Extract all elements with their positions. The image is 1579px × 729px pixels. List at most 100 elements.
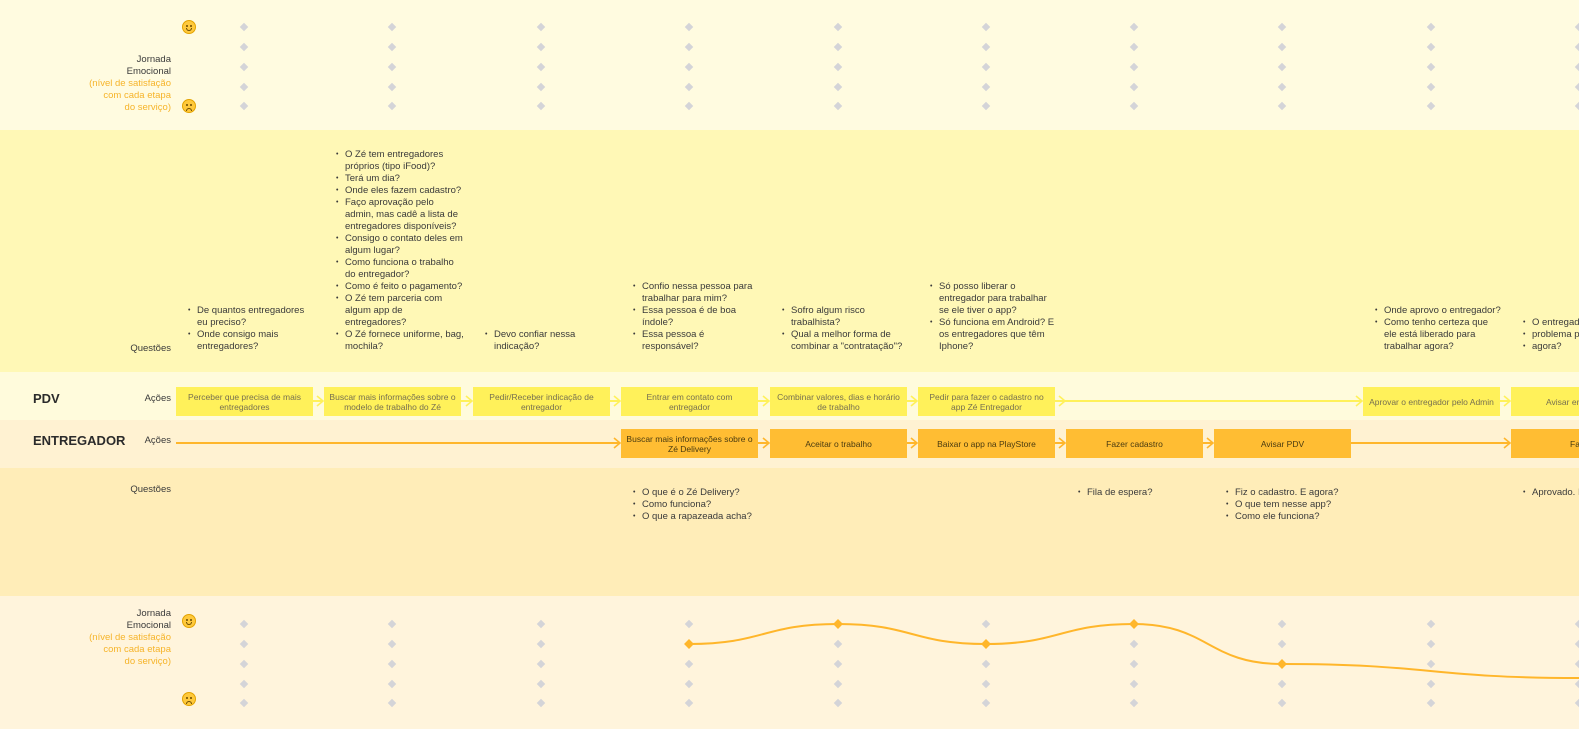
sad-face-icon bbox=[182, 692, 196, 706]
grid-dot bbox=[833, 698, 843, 708]
grid-dot bbox=[1129, 639, 1139, 649]
question-item: Sofro algum risco trabalhista? bbox=[782, 305, 910, 329]
grid-dot bbox=[536, 101, 546, 111]
pdv-action-card[interactable]: Perceber que precisa de mais entregadore… bbox=[176, 387, 313, 416]
arrow-icon bbox=[465, 395, 474, 407]
journey-label-line2: Emocional bbox=[126, 66, 171, 77]
grid-dot bbox=[1277, 22, 1287, 32]
question-item: Terá um dia? bbox=[336, 173, 464, 185]
pdv-action-card[interactable]: Avisar entregador bbox=[1511, 387, 1579, 416]
entregador-action-card[interactable]: Faze bbox=[1511, 429, 1579, 458]
question-item: O Zé tem entregadores próprios (tipo iFo… bbox=[336, 149, 464, 173]
entregador-action-card[interactable]: Baixar o app na PlayStore bbox=[918, 429, 1055, 458]
grid-dot bbox=[981, 82, 991, 92]
journey-point bbox=[981, 639, 991, 649]
pdv-action-card[interactable]: Aprovar o entregador pelo Admin bbox=[1363, 387, 1500, 416]
arrow-icon bbox=[1355, 395, 1364, 407]
sad-face-icon bbox=[182, 99, 196, 113]
grid-dot bbox=[1129, 698, 1139, 708]
grid-dot bbox=[536, 82, 546, 92]
grid-dot bbox=[981, 101, 991, 111]
grid-dot bbox=[833, 62, 843, 72]
grid-dot bbox=[1277, 679, 1287, 689]
grid-dot bbox=[387, 679, 397, 689]
entregador-action-card[interactable]: Aceitar o trabalho bbox=[770, 429, 907, 458]
grid-dot bbox=[387, 42, 397, 52]
question-item: Consigo o contato deles em algum lugar? bbox=[336, 233, 464, 257]
grid-dot bbox=[239, 679, 249, 689]
grid-dot bbox=[684, 698, 694, 708]
grid-dot bbox=[239, 639, 249, 649]
journey-label-sub1: (nível de satisfação bbox=[89, 78, 171, 89]
entregador-lane-title: ENTREGADOR bbox=[33, 433, 126, 448]
grid-dot bbox=[387, 639, 397, 649]
pdv-action-card[interactable]: Buscar mais informações sobre o modelo d… bbox=[324, 387, 461, 416]
pdv-question-list: O entregadproblema pagora? bbox=[1523, 317, 1579, 353]
grid-dot bbox=[981, 22, 991, 32]
pdv-actions-label: Ações bbox=[144, 393, 171, 404]
grid-dot bbox=[239, 62, 249, 72]
entregador-action-card[interactable]: Fazer cadastro bbox=[1066, 429, 1203, 458]
entregador-question-list: Fila de espera? bbox=[1078, 487, 1206, 499]
grid-dot bbox=[387, 62, 397, 72]
grid-dot bbox=[1426, 82, 1436, 92]
grid-dot bbox=[536, 42, 546, 52]
grid-dot bbox=[684, 659, 694, 669]
grid-dot bbox=[833, 639, 843, 649]
grid-dot bbox=[1129, 659, 1139, 669]
grid-dot bbox=[981, 679, 991, 689]
entregador-action-card[interactable]: Avisar PDV bbox=[1214, 429, 1351, 458]
question-item: De quantos entregadores eu preciso? bbox=[188, 305, 316, 329]
journey-curve bbox=[688, 622, 1579, 679]
arrow-icon bbox=[613, 395, 622, 407]
grid-dot bbox=[981, 619, 991, 629]
arrow-icon bbox=[1503, 437, 1512, 449]
grid-dot bbox=[1426, 698, 1436, 708]
grid-dot bbox=[684, 42, 694, 52]
grid-dot bbox=[239, 22, 249, 32]
pdv-action-card[interactable]: Combinar valores, dias e horário de trab… bbox=[770, 387, 907, 416]
pdv-action-card[interactable]: Pedir para fazer o cadastro no app Zé En… bbox=[918, 387, 1055, 416]
arrow-icon bbox=[1503, 395, 1512, 407]
journey-label-line2: Emocional bbox=[126, 620, 171, 631]
journey-label-sub3: do serviço) bbox=[124, 102, 171, 113]
grid-dot bbox=[1129, 679, 1139, 689]
grid-dot bbox=[1426, 62, 1436, 72]
question-item: O que é o Zé Delivery? bbox=[633, 487, 761, 499]
pdv-action-card[interactable]: Pedir/Receber indicação de entregador bbox=[473, 387, 610, 416]
question-item: Fiz o cadastro. E agora? bbox=[1226, 487, 1354, 499]
grid-dot bbox=[387, 22, 397, 32]
grid-dot bbox=[833, 82, 843, 92]
grid-dot bbox=[833, 679, 843, 689]
grid-dot bbox=[387, 82, 397, 92]
question-item: Como funciona o trabalho do entregador? bbox=[336, 257, 464, 281]
grid-dot bbox=[833, 22, 843, 32]
pdv-question-list: Só posso liberar o entregador para traba… bbox=[930, 281, 1058, 353]
grid-dot bbox=[1277, 82, 1287, 92]
pdv-action-card[interactable]: Entrar em contato com entregador bbox=[621, 387, 758, 416]
question-item: Faço aprovação pelo admin, mas cadê a li… bbox=[336, 197, 464, 233]
entregador-action-card[interactable]: Buscar mais informações sobre o Zé Deliv… bbox=[621, 429, 758, 458]
grid-dot bbox=[1574, 101, 1579, 111]
question-item: Aprovado. I bbox=[1523, 487, 1579, 499]
journey-label-line1: Jornada bbox=[136, 54, 171, 65]
question-item: O que tem nesse app? bbox=[1226, 499, 1354, 511]
grid-dot bbox=[981, 659, 991, 669]
pdv-journey-band bbox=[0, 0, 1579, 130]
question-item: O entregad bbox=[1523, 317, 1579, 329]
entregador-questions-label: Questões bbox=[130, 484, 171, 495]
grid-dot bbox=[1277, 62, 1287, 72]
grid-dot bbox=[536, 698, 546, 708]
grid-dot bbox=[1574, 82, 1579, 92]
grid-dot bbox=[1129, 42, 1139, 52]
grid-dot bbox=[387, 619, 397, 629]
entregador-actions-label: Ações bbox=[144, 435, 171, 446]
grid-dot bbox=[536, 639, 546, 649]
grid-dot bbox=[1426, 659, 1436, 669]
question-item: Essa pessoa é de boa índole? bbox=[633, 305, 761, 329]
grid-dot bbox=[239, 619, 249, 629]
pdv-question-list: O Zé tem entregadores próprios (tipo iFo… bbox=[336, 149, 464, 353]
grid-dot bbox=[239, 101, 249, 111]
pdv-question-list: De quantos entregadores eu preciso?Onde … bbox=[188, 305, 316, 353]
grid-dot bbox=[1277, 101, 1287, 111]
